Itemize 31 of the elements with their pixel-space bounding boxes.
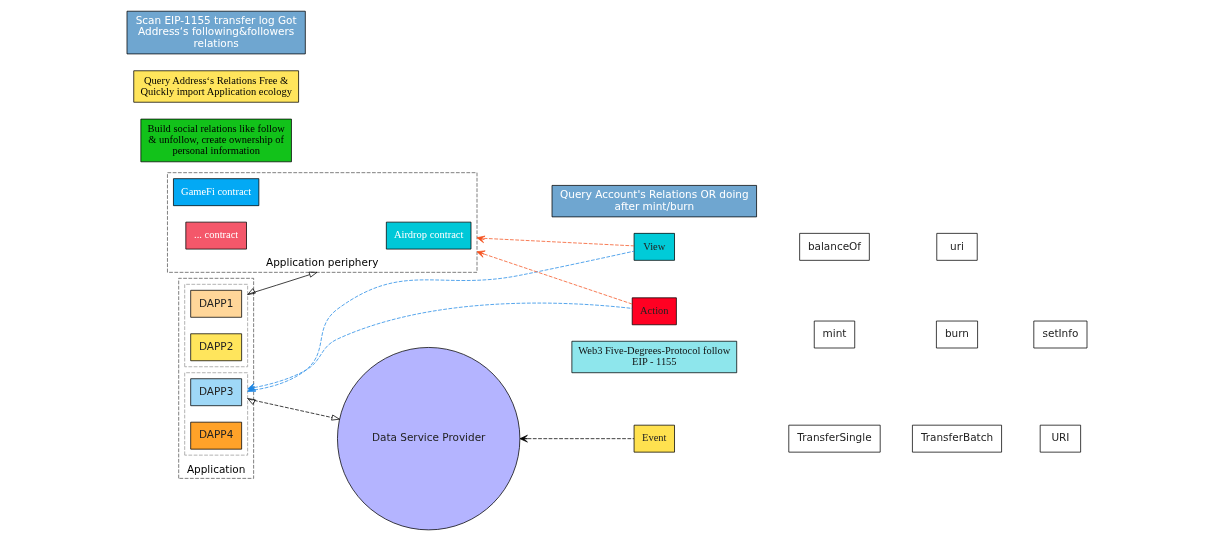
arrow — [476, 250, 632, 305]
arrow — [519, 434, 634, 443]
node-box: balanceOf — [798, 233, 870, 261]
node-circle: Data Service Provider — [336, 347, 520, 531]
node-box: TransferBatch — [911, 424, 1002, 453]
arrow — [246, 271, 317, 295]
node-box: ... contract — [184, 221, 247, 250]
arrow — [476, 235, 634, 247]
node-box: setInfo — [1032, 320, 1087, 349]
node-box: mint — [813, 320, 855, 349]
arrow — [246, 398, 340, 421]
node-box: DAPP2 — [189, 333, 242, 362]
node-box: View — [633, 233, 675, 261]
node-box: TransferSingle — [787, 424, 881, 453]
node-box: Airdrop contract — [385, 221, 471, 250]
node-box: URI — [1039, 424, 1081, 453]
node-box: GameFi contract — [172, 178, 259, 206]
node-box: uri — [935, 233, 978, 261]
node-box: DAPP3 — [189, 378, 242, 407]
node-box: Build social relations like follow & unfollow, create ownership of personal information — [140, 118, 292, 163]
cluster — [183, 372, 248, 456]
node-box: Action — [631, 297, 677, 326]
node-box: burn — [935, 320, 978, 349]
node-box: Query Account's Relations OR doing after mint/burn — [551, 185, 757, 218]
node-box: Event — [633, 424, 675, 453]
node-box: DAPP1 — [189, 289, 242, 318]
node-box: Scan EIP-1155 transfer log Got Address‘s following&followers relations — [126, 10, 306, 55]
cluster — [183, 283, 248, 368]
node-box: Query Address‘s Relations Free & Quickly import Application ecology — [132, 70, 299, 103]
node-box: Web3 Five-Degrees-Protocol follow EIP - 1155 — [571, 340, 737, 374]
node-box: DAPP4 — [189, 421, 242, 450]
